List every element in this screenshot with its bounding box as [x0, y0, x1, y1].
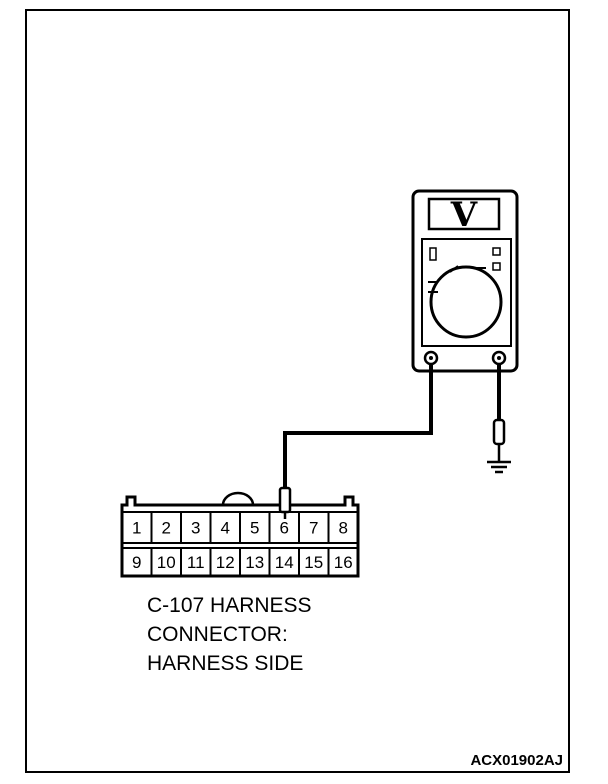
probe-wire-positive: [283, 363, 433, 488]
pin-label-7: 7: [309, 519, 318, 538]
meter-socket-negative-dot: [497, 356, 501, 360]
meter-socket-positive-dot: [429, 356, 433, 360]
ground-probe: [492, 418, 506, 446]
probe-tip: [278, 486, 292, 514]
caption-line-3: HARNESS SIDE: [147, 652, 303, 675]
meter-display: [427, 197, 501, 231]
pin-label-8: 8: [339, 519, 348, 538]
pin-label-16: 16: [334, 553, 353, 572]
pin-label-5: 5: [250, 519, 259, 538]
pin-label-6: 6: [280, 519, 289, 538]
pin-label-2: 2: [162, 519, 171, 538]
pin-label-1: 1: [132, 519, 141, 538]
range-box: [492, 247, 501, 256]
range-box: [429, 247, 437, 261]
pin-label-4: 4: [221, 519, 230, 538]
pin-label-13: 13: [245, 553, 264, 572]
meter-display-value: V: [450, 195, 478, 235]
pin-label-15: 15: [304, 553, 323, 572]
pin-label-3: 3: [191, 519, 200, 538]
figure-frame: [25, 9, 570, 773]
ground-icon: [487, 460, 511, 474]
voltmeter: V: [411, 189, 519, 373]
pin-label-9: 9: [132, 553, 141, 572]
pin-label-10: 10: [157, 553, 176, 572]
connector-latch: [221, 491, 255, 506]
range-mark: [449, 265, 459, 273]
caption-line-1: C-107 HARNESS: [147, 594, 312, 617]
pin-label-14: 14: [275, 553, 294, 572]
meter-dial-knob: [429, 265, 503, 339]
range-box: [492, 262, 501, 271]
pin-label-12: 12: [216, 553, 235, 572]
caption-line-2: CONNECTOR:: [147, 623, 288, 646]
figure-code: ACX01902AJ: [470, 752, 563, 769]
pin-label-11: 11: [187, 553, 205, 572]
